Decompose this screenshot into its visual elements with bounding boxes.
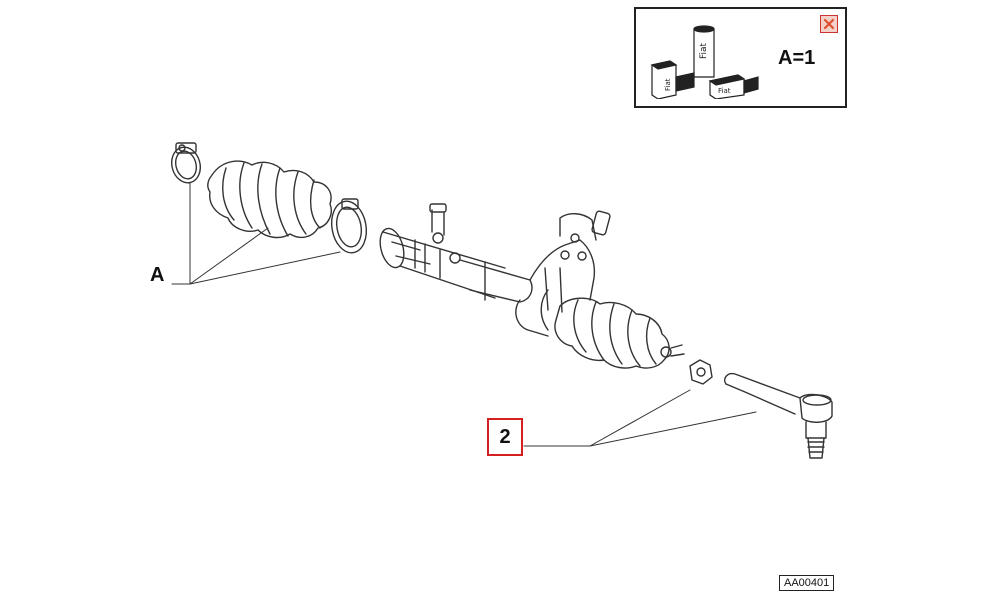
callout-a-leaders — [171, 182, 341, 285]
callout-label-a: A — [150, 264, 165, 286]
close-icon — [823, 18, 835, 30]
part-2-label: 2 — [499, 425, 511, 448]
parts-kit-illustration: Fiat Fiat Fiat — [650, 25, 759, 99]
quantity-text: A=1 — [778, 47, 816, 69]
steering-rack-housing — [379, 203, 611, 337]
tie-rod-end — [724, 372, 833, 459]
quantity-legend: Fiat Fiat Fiat A=1 — [634, 7, 847, 108]
block-label-3: Fiat — [718, 87, 731, 95]
large-clip-ring — [330, 198, 368, 254]
small-hose-clamp — [170, 142, 202, 184]
reference-code: AA00401 — [779, 575, 835, 591]
close-button[interactable] — [820, 15, 838, 33]
block-label-2: Fiat — [664, 78, 672, 91]
loose-gaiter-boot — [207, 160, 332, 239]
part-2-hotspot[interactable]: 2 — [487, 418, 523, 456]
callout-2-leaders — [523, 389, 757, 447]
fitted-gaiter-boot — [554, 297, 685, 369]
block-label-1: Fiat — [699, 42, 709, 59]
hex-nut — [689, 359, 713, 385]
